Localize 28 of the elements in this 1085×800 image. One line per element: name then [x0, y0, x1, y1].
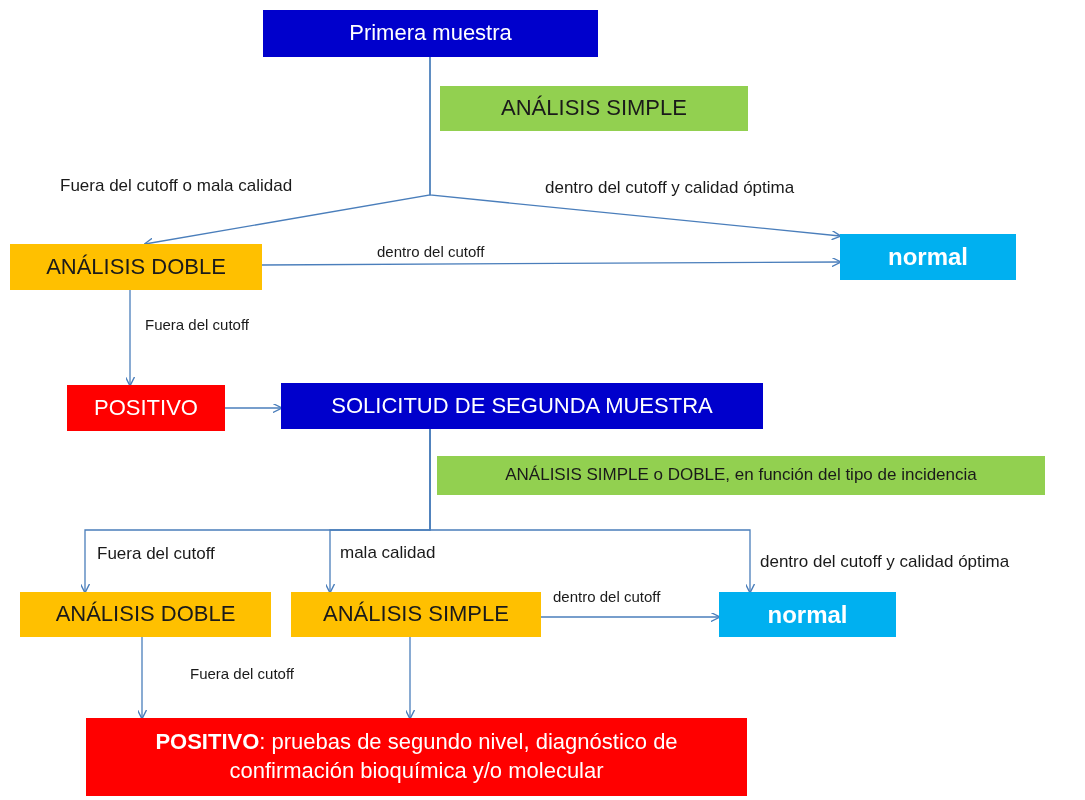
- process-box: POSITIVO: [67, 385, 225, 431]
- arrow: [429, 56, 842, 241]
- process-box: POSITIVO: pruebas de segundo nivel, diagnóstico de confirmación bioquímica y/o molecular: [86, 718, 747, 796]
- edge-label: dentro del cutoff y calidad óptima: [545, 178, 795, 198]
- edge-label: dentro del cutoff y calidad óptima: [760, 552, 1010, 572]
- process-box: ANÁLISIS SIMPLE o DOBLE, en función del tipo de incidencia: [437, 456, 1045, 495]
- arrow: [224, 402, 283, 414]
- arrow: [404, 636, 416, 720]
- process-box: ANÁLISIS SIMPLE: [440, 86, 748, 131]
- process-box: normal: [840, 234, 1016, 280]
- edge-label: dentro del cutoff: [553, 588, 661, 605]
- edge-label: mala calidad: [340, 543, 436, 563]
- edge-label: Fuera del cutoff o mala calidad: [60, 176, 293, 196]
- process-box: ANÁLISIS SIMPLE: [291, 592, 541, 637]
- edge-label: Fuera del cutoff: [190, 665, 294, 682]
- process-box: SOLICITUD DE SEGUNDA MUESTRA: [281, 383, 763, 429]
- arrow: [261, 256, 842, 268]
- process-box: normal: [719, 592, 896, 637]
- edge-label: Fuera del cutoff: [145, 316, 249, 333]
- arrow: [136, 636, 148, 720]
- arrow: [540, 611, 721, 623]
- edge-label: dentro del cutoff: [377, 243, 485, 260]
- process-box: Primera muestra: [263, 10, 598, 57]
- process-box: ANÁLISIS DOBLE: [10, 244, 262, 290]
- edge-label: Fuera del cutoff: [97, 544, 215, 564]
- arrow: [124, 289, 136, 387]
- arrow: [429, 428, 756, 594]
- process-box: ANÁLISIS DOBLE: [20, 592, 271, 637]
